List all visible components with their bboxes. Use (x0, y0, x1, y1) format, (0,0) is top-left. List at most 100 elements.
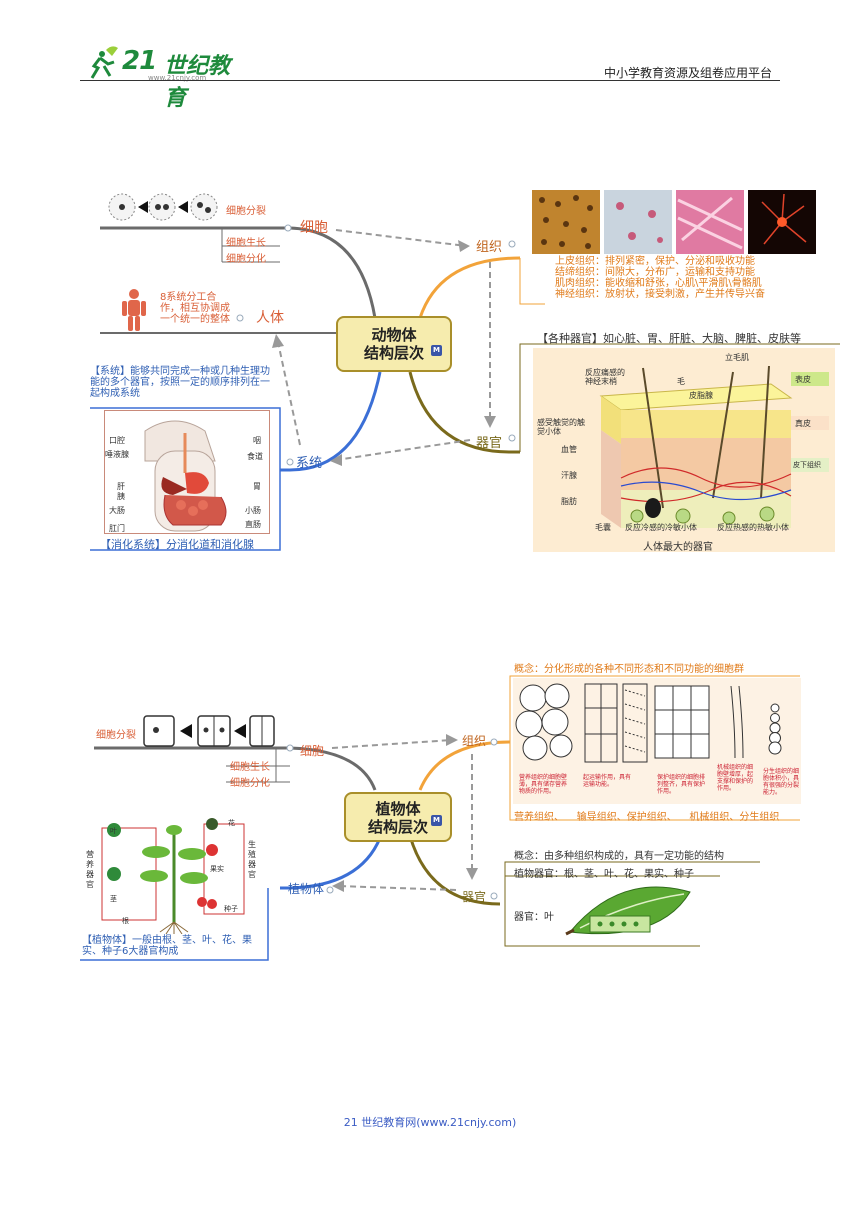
logo-number: 21 (122, 46, 157, 76)
animal-cell-division: 细胞分裂 (226, 206, 266, 217)
plant-organ-concept: 概念：由多种组织构成的，具有一定功能的结构 (514, 851, 724, 862)
plant-cell-division-icon (143, 715, 275, 747)
digestive-caption: 【消化系统】分消化道和消化腺 (100, 538, 254, 551)
mindmap-badge-icon: M (431, 345, 442, 356)
plant-body-desc: 【植物体】一般由根、茎、叶、花、果实、种子6大器官构成 (82, 935, 252, 957)
skin-label-epidermis: 表皮 (795, 375, 811, 384)
animal-organ-intro: 【各种器官】如心脏、胃、肝脏、大脑、脾脏、皮肤等 (537, 332, 801, 345)
runner-icon (90, 46, 118, 79)
plant-cell-differentiation: 细胞分化 (230, 778, 270, 789)
skin-label-capillary: 立毛肌 (725, 353, 749, 362)
plant-label-reproductive: 生殖器官 (248, 840, 256, 879)
animal-system-label[interactable]: 系统 (296, 456, 323, 471)
skin-label-fat: 脂肪 (561, 497, 577, 506)
skin-label-hair: 毛 (677, 377, 685, 386)
animal-system-desc: 【系统】能够共同完成一种或几种生理功能的多个器官，按照一定的顺序排列在一起构成系… (90, 366, 270, 399)
skin-layers-icon (599, 365, 829, 528)
footer-link[interactable]: 21 世纪教育网(www.21cnjy.com) (343, 1116, 517, 1129)
mindmap-badge-icon: M (431, 815, 442, 826)
skin-label-subcutis: 皮下组织 (793, 461, 821, 469)
plant-tissue-note-1: 营养组织的细胞壁薄，具有储存营养物质的作用。 (519, 774, 568, 795)
skin-label-sebaceous: 皮脂腺 (689, 391, 713, 400)
plant-body-label[interactable]: 植物体 (288, 882, 325, 896)
skin-label-touch: 感受触觉的触觉小体 (537, 418, 585, 436)
plant-label-root: 根 (122, 917, 129, 925)
digest-label-large: 大肠 (109, 506, 125, 515)
skin-diagram: 立毛肌 毛 皮脂腺 反应痛感的神经末梢 感受触觉的触觉小体 血管 汗腺 脂肪 毛… (533, 348, 835, 553)
plant-tissue-note-2: 起运输作用，具有运输功能。 (583, 774, 632, 788)
cell-division-icon (108, 193, 218, 221)
plant-label-stem: 茎 (110, 895, 117, 903)
plant-label-fruit: 果实 (210, 865, 224, 873)
logo-text: 世纪教育 (164, 54, 231, 111)
tissue-images-icon (532, 190, 816, 254)
plant-cell-division: 细胞分裂 (96, 730, 136, 741)
plant-tissue-concept: 概念：分化形成的各种不同形态和不同功能的细胞群 (514, 664, 744, 675)
plant-tissue-diagram: 营养组织的细胞壁薄，具有储存营养物质的作用。 起运输作用，具有运输功能。 保护组… (513, 678, 801, 804)
animal-organ-label[interactable]: 器官 (476, 436, 503, 451)
digest-label-esophagus: 食道 (247, 452, 263, 461)
skin-label-dermis: 真皮 (795, 419, 811, 428)
animal-center-line1: 动物体 (371, 326, 417, 344)
platform-title: 中小学教育资源及组卷应用平台 (603, 66, 772, 80)
logo-url: www.21cnjy.com (148, 74, 207, 82)
digest-label-pharynx: 咽 (253, 436, 261, 445)
skin-label-vessel: 血管 (561, 445, 577, 454)
plant-cell-label[interactable]: 细胞 (300, 744, 325, 758)
skin-label-cold: 反应冷感的冷敏小体 (625, 523, 697, 532)
plant-tissue-names: 营养组织、 输导组织、保护组织、 机械组织、分生组织 (514, 812, 780, 823)
digest-label-small: 小肠 (245, 506, 261, 515)
digestive-diagram: 口腔 唾液腺 咽 食道 肝 胰 胃 大肠 小肠 直肠 肛门 (104, 410, 270, 534)
plant-center-line1: 植物体 (375, 800, 421, 818)
plant-body-diagram: 叶 茎 根 花 果实 种子 营养器官 生殖器官 (84, 814, 266, 934)
tissue-epithelial: 上皮组织：排列紧密，保护、分泌和吸收功能 (555, 256, 755, 267)
tissue-connective: 结缔组织：间隙大，分布广，运输和支持功能 (555, 267, 755, 278)
tissue-muscle: 肌肉组织：能收缩和舒张，心肌\平滑肌\骨骼肌 (555, 278, 762, 289)
digest-label-anus: 肛门 (109, 524, 125, 533)
animal-cell-differentiation: 细胞分化 (226, 254, 266, 265)
skin-label-follicle: 毛囊 (595, 523, 611, 532)
plant-cell-growth: 细胞生长 (230, 762, 270, 773)
plant-tissue-note-3: 保护组织的细胞排列整齐，具有保护作用。 (657, 774, 706, 795)
digest-label-salivary: 唾液腺 (105, 450, 129, 459)
tissue-nerve: 神经组织：放射状，接受刺激，产生并传导兴奋 (555, 289, 765, 300)
plant-label-flower: 花 (228, 819, 235, 827)
animal-body-label[interactable]: 人体 (256, 310, 284, 326)
plant-organ-label[interactable]: 器官 (462, 890, 487, 904)
animal-center-line2: 结构层次 (363, 344, 424, 362)
plant-organ-example: 器官：叶 (514, 912, 554, 923)
header-divider (80, 80, 780, 81)
digest-label-stomach: 胃 (253, 482, 261, 491)
human-body-icon (122, 289, 146, 331)
plant-tissue-cells-icon (515, 683, 782, 763)
animal-body-desc: 8系统分工合作，相互协调成一个统一的整体 (160, 292, 230, 325)
animal-branches (90, 224, 840, 551)
digest-label-pancreas: 胰 (117, 492, 125, 501)
animal-cell-growth: 细胞生长 (226, 238, 266, 249)
plant-tissue-note-5: 分生组织的细胞体积小，具有很强的分裂能力。 (763, 768, 800, 796)
plant-tissue-label[interactable]: 组织 (462, 734, 487, 748)
skin-label-heat: 反应热感的热敏小体 (717, 523, 789, 532)
animal-center-node[interactable]: 动物体 结构层次 M (336, 316, 452, 372)
plant-tissue-note-4: 机械组织的细胞壁增厚，起支撑和保护的作用。 (717, 764, 754, 792)
digest-label-rectum: 直肠 (245, 520, 261, 529)
leaf-icon (565, 886, 691, 936)
animal-tissue-list: 上皮组织：排列紧密，保护、分泌和吸收功能 结缔组织：间隙大，分布广，运输和支持功… (555, 256, 835, 300)
animal-cell-label[interactable]: 细胞 (300, 220, 328, 236)
plant-label-seed: 种子 (224, 905, 238, 913)
animal-tissue-label[interactable]: 组织 (476, 240, 503, 255)
digest-label-liver: 肝 (117, 482, 125, 491)
plant-center-node[interactable]: 植物体 结构层次 M (344, 792, 452, 842)
skin-caption: 人体最大的器官 (643, 542, 713, 553)
plant-branches (80, 675, 800, 961)
plant-organ-list: 植物器官：根、茎、叶、花、果实、种子 (514, 869, 694, 880)
skin-label-sweat: 汗腺 (561, 471, 577, 480)
digest-label-mouth: 口腔 (109, 436, 125, 445)
skin-label-pain: 反应痛感的神经末梢 (585, 368, 625, 386)
site-logo[interactable]: 21 世纪教育 www.21cnjy.com (88, 44, 248, 111)
plant-label-leaf: 叶 (110, 827, 117, 835)
plant-organs-icon (101, 818, 245, 934)
plant-center-line2: 结构层次 (367, 818, 428, 836)
plant-label-nutrient: 营养器官 (86, 850, 94, 889)
digestive-system-icon (144, 420, 227, 532)
